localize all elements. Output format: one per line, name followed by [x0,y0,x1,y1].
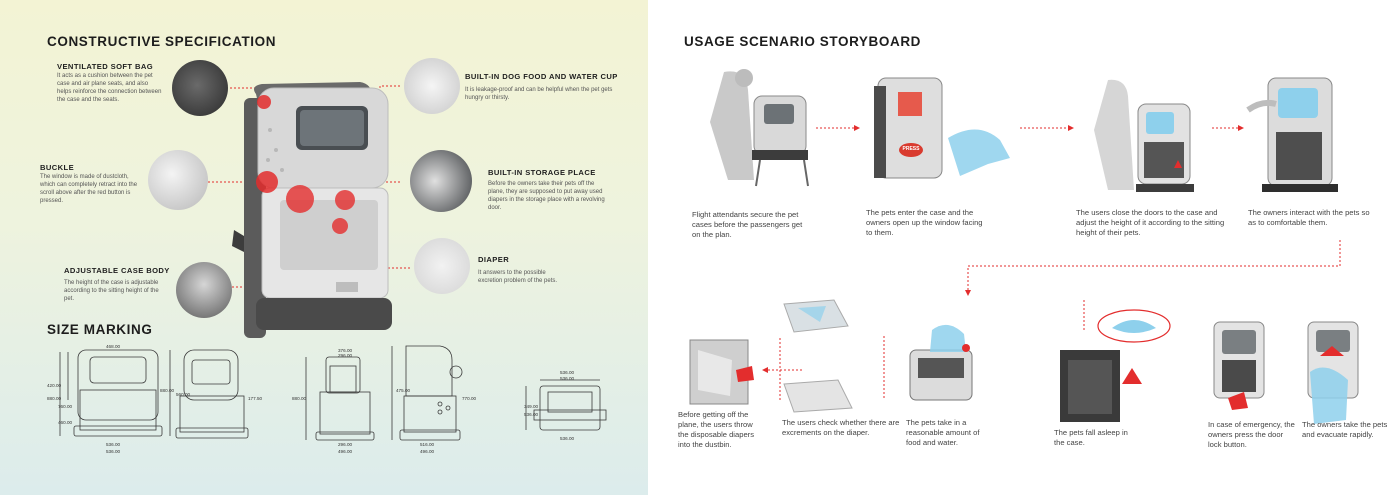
soft-bag-detail [172,60,228,116]
step-caption-6: The users check whether there are excrem… [782,418,900,437]
dim-front-w2: 536.00 [106,442,121,447]
cup-detail [404,58,460,114]
marker-storage [335,190,355,210]
dim-open-h1: 880.00 [292,396,307,401]
dim-side-h3: 177.50 [248,396,263,401]
latch [336,282,358,292]
scene-8 [1060,309,1171,422]
step-caption-2: The pets enter the case and the owners o… [866,208,983,237]
scene-2 [874,77,1010,179]
scene-6 [783,299,853,413]
dim-front-h3: 760.00 [58,404,73,409]
dim-front-h4: 460.00 [58,420,73,425]
strap [232,230,244,252]
dim-open-w2: 296.00 [338,353,353,358]
scene-7 [909,324,973,401]
dim-open-w4: 496.00 [338,449,353,454]
drawing-top [525,379,607,431]
dim-open-w3: 296.00 [338,442,353,447]
step-caption-8: The pets fall asleep in the case. [1054,428,1128,447]
diaper-detail [414,238,470,294]
step-caption-1: Flight attendants secure the pet cases b… [692,210,803,239]
dim-front-h1: 420.00 [47,383,62,388]
step-caption-9: In case of emergency, the owners press t… [1208,420,1295,449]
constructive-title: CONSTRUCTIVE SPECIFICATION [47,34,277,49]
scene-9 [1213,321,1265,410]
size-drawings [59,345,607,441]
marker-body [286,185,314,213]
dim-front-w1: 468.00 [106,344,121,349]
dim-back-h1: 475.00 [396,388,411,393]
dim-top-h1: 349.00 [524,404,539,409]
dim-top-w1: 536.00 [560,370,575,375]
feature-desc-diaper: It answers to the possible excretion pro… [478,270,558,284]
feature-desc-body: The height of the case is adjustable acc… [64,280,159,302]
feature-title-buckle: BUCKLE [40,163,75,172]
connector-row [967,240,1341,290]
window-glass [300,110,364,146]
scene-4 [1246,77,1338,192]
step-caption-7: The pets take in a reasonable amount of … [906,418,980,447]
case-render [232,82,392,338]
body-detail [176,262,232,318]
feature-desc-storage: Before the owners take their pets off th… [488,181,605,211]
marker-soft-bag [257,95,271,109]
scene-3 [1094,79,1194,192]
feature-desc-cup: It is leakage-proof and can be helpful w… [465,87,613,101]
dim-top-w2: 536.00 [560,376,575,381]
dim-back-w1: 516.00 [420,442,435,447]
dim-front-h2: 880.00 [47,396,62,401]
drawing-side [169,349,249,439]
feature-title-body: ADJUSTABLE CASE BODY [64,266,170,275]
case-base [256,298,392,330]
step-caption-5: Before getting off the plane, the users … [678,410,754,449]
dim-side-h1: 880.00 [160,388,175,393]
feature-desc-soft-bag: It acts as a cushion between the pet cas… [57,73,162,103]
dim-open-w1: 376.00 [338,348,353,353]
drawing-front [59,349,163,437]
drawing-open [305,356,375,441]
marker-buckle [256,171,278,193]
scene-5 [689,339,754,405]
feature-title-cup: BUILT-IN DOG FOOD AND WATER CUP [465,72,618,81]
scene-10 [1307,321,1359,424]
press-button-label: PRESS [902,146,920,152]
scene-illustrations [689,69,1359,424]
dim-back-h2: 770.00 [462,396,477,401]
dim-top-w3: 536.00 [560,436,575,441]
drawing-back [391,345,463,441]
buckle-detail [148,150,208,210]
dim-top-h2: 536.00 [524,412,539,417]
feature-title-storage: BUILT-IN STORAGE PLACE [488,168,596,177]
storage-detail [410,150,472,212]
feature-desc-buckle: The window is made of dustcloth, which c… [40,174,138,204]
lower-door [280,200,378,270]
dim-side-h2: 560.00 [176,392,191,397]
storyboard-panel: USAGE SCENARIO STORYBOARD [648,0,1400,495]
scene-1 [710,69,809,187]
feature-title-diaper: DIAPER [478,255,510,264]
step-caption-3: The users close the doors to the case an… [1076,208,1225,237]
step-caption-4: The owners interact with the pets so as … [1248,208,1370,227]
step-caption-10: The owners take the pets and evacuate ra… [1302,420,1388,439]
dim-back-w2: 496.00 [420,449,435,454]
flow-connectors [762,125,1341,400]
size-title: SIZE MARKING [47,322,153,337]
feature-title-soft-bag: VENTILATED SOFT BAG [57,62,154,71]
marker-diaper [332,218,348,234]
storyboard-title: USAGE SCENARIO STORYBOARD [684,34,922,49]
dim-front-w3: 536.00 [106,449,121,454]
constructive-panel: CONSTRUCTIVE SPECIFICATION [0,0,648,495]
